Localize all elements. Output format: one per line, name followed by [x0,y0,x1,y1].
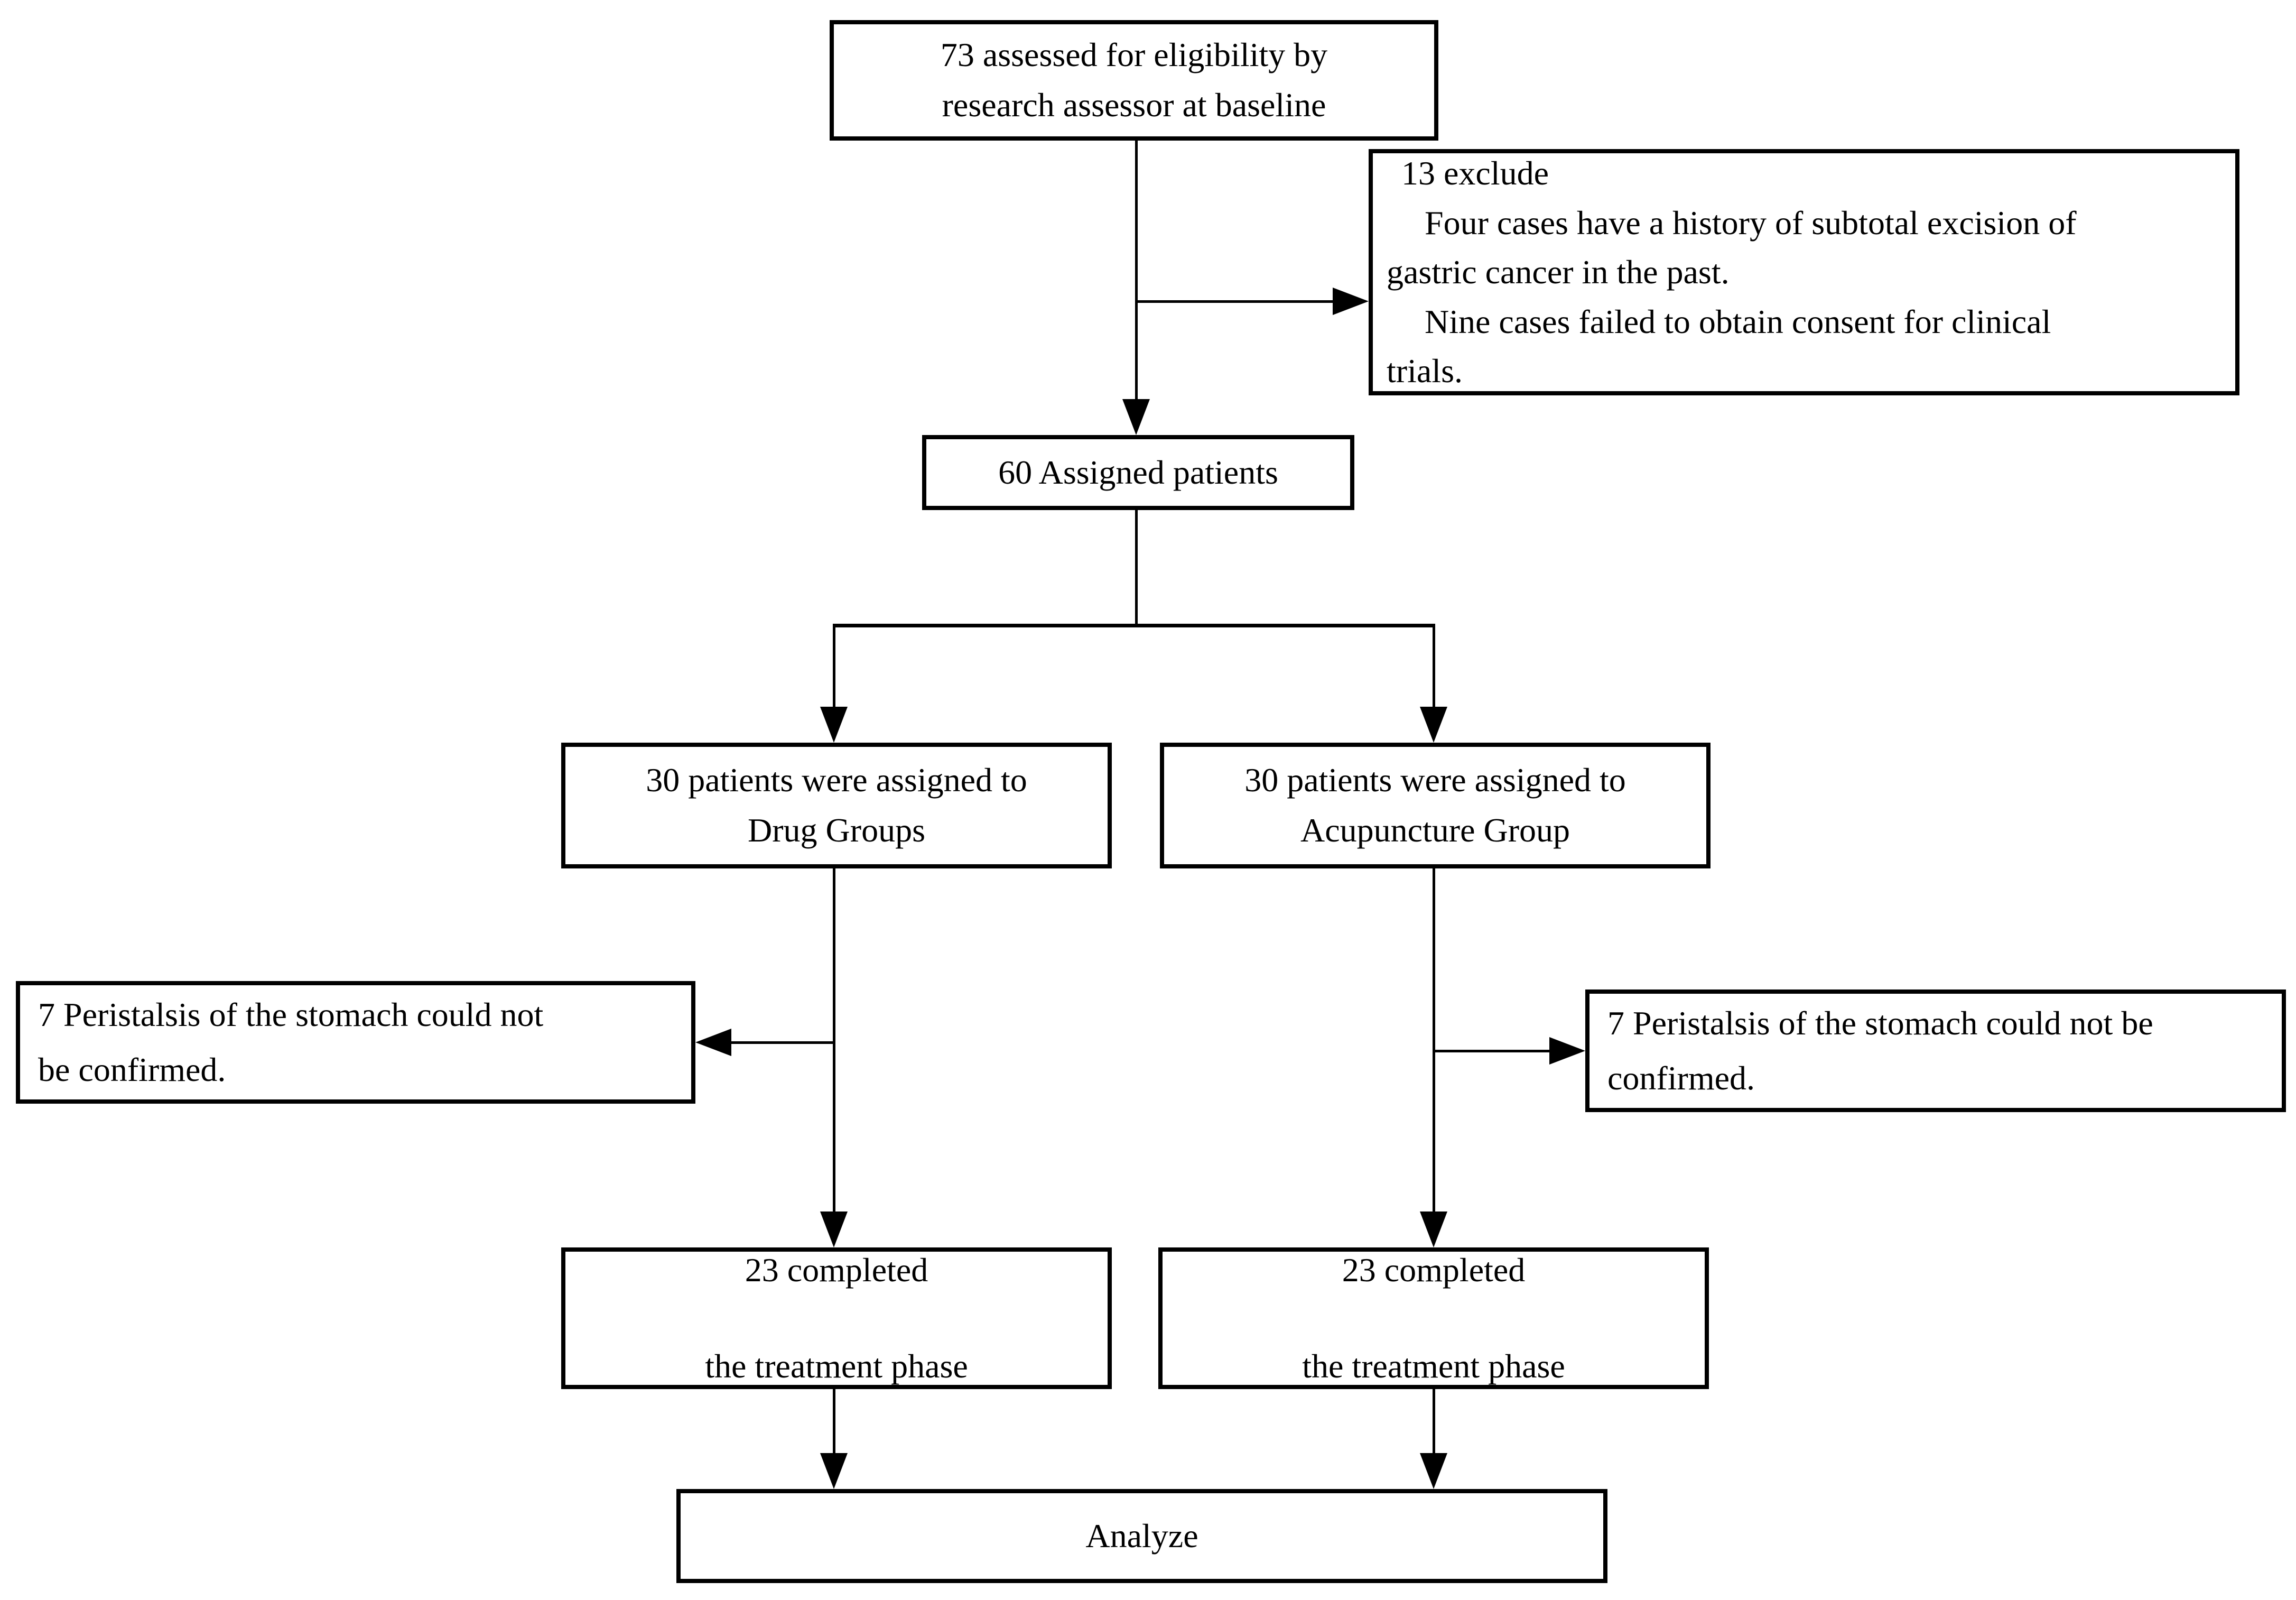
arrowhead-into-acupuncture-group [1420,707,1447,743]
box-text: 30 patients were assigned to [1244,761,1626,799]
arrowhead-left-into-analyze [820,1453,848,1489]
line-branch-to-excluded [1135,300,1335,303]
box-text: 7 Peristalsis of the stomach could not [38,996,544,1034]
box-analyze: Analyze [676,1489,1607,1583]
box-text: Four cases have a history of subtotal ex… [1425,204,2077,242]
box-text: research assessor at baseline [942,86,1326,124]
box-text: trials. [1387,352,1463,390]
line-drug-completed-to-analyze [833,1389,835,1455]
box-excluded: 13 exclude Four cases have a history of … [1369,149,2239,395]
arrowhead-into-drug-completed [820,1211,848,1247]
box-text: the treatment phase [1302,1347,1565,1385]
arrowhead-into-acupuncture-dropout [1549,1037,1585,1065]
line-split-bar [833,624,1435,627]
box-acupuncture-completed: 23 completed the treatment phase [1158,1247,1709,1389]
arrowhead-right-into-analyze [1420,1453,1447,1489]
box-drug-dropout: 7 Peristalsis of the stomach could not b… [16,981,695,1104]
box-drug-group: 30 patients were assigned to Drug Groups [561,743,1112,868]
box-text: gastric cancer in the past. [1387,253,1730,291]
box-text: confirmed. [1607,1059,1755,1097]
box-text: Acupuncture Group [1300,811,1570,849]
box-text: Analyze [1085,1516,1198,1555]
box-acupuncture-group: 30 patients were assigned to Acupuncture… [1160,743,1711,868]
line-branch-to-drug-dropout [731,1041,835,1044]
box-assessed-eligibility: 73 assessed for eligibility by research … [830,20,1438,141]
box-acupuncture-dropout: 7 Peristalsis of the stomach could not b… [1585,989,2286,1112]
box-drug-completed: 23 completed the treatment phase [561,1247,1112,1389]
arrowhead-into-drug-group [820,707,848,743]
box-text: be confirmed. [38,1051,226,1088]
box-text: 23 completed [1342,1251,1526,1289]
box-text: 7 Peristalsis of the stomach could not b… [1607,1004,2153,1042]
box-text: Nine cases failed to obtain consent for … [1425,302,2051,340]
line-eligibility-to-assigned [1135,140,1138,401]
arrowhead-into-excluded [1333,288,1369,315]
line-drug-group-to-completed [833,868,835,1213]
line-acupuncture-group-to-completed [1433,868,1435,1213]
box-text: 73 assessed for eligibility by [940,36,1328,74]
line-branch-to-acupuncture-dropout [1434,1050,1549,1052]
box-text: 60 Assigned patients [998,453,1278,491]
arrowhead-into-acupuncture-completed [1420,1211,1447,1247]
line-split-to-acupuncture-group [1433,624,1435,709]
line-acupuncture-completed-to-analyze [1433,1389,1435,1455]
box-text: 30 patients were assigned to [646,761,1027,799]
arrowhead-into-drug-dropout [695,1029,731,1056]
line-assigned-to-split [1135,509,1138,626]
arrowhead-into-assigned [1122,399,1150,435]
line-split-to-drug-group [833,624,835,709]
box-text: Drug Groups [748,811,925,849]
box-text: 23 completed [745,1251,928,1289]
box-text: the treatment phase [705,1347,968,1385]
box-text: 13 exclude [1401,154,1549,192]
box-assigned-patients: 60 Assigned patients [922,435,1354,510]
